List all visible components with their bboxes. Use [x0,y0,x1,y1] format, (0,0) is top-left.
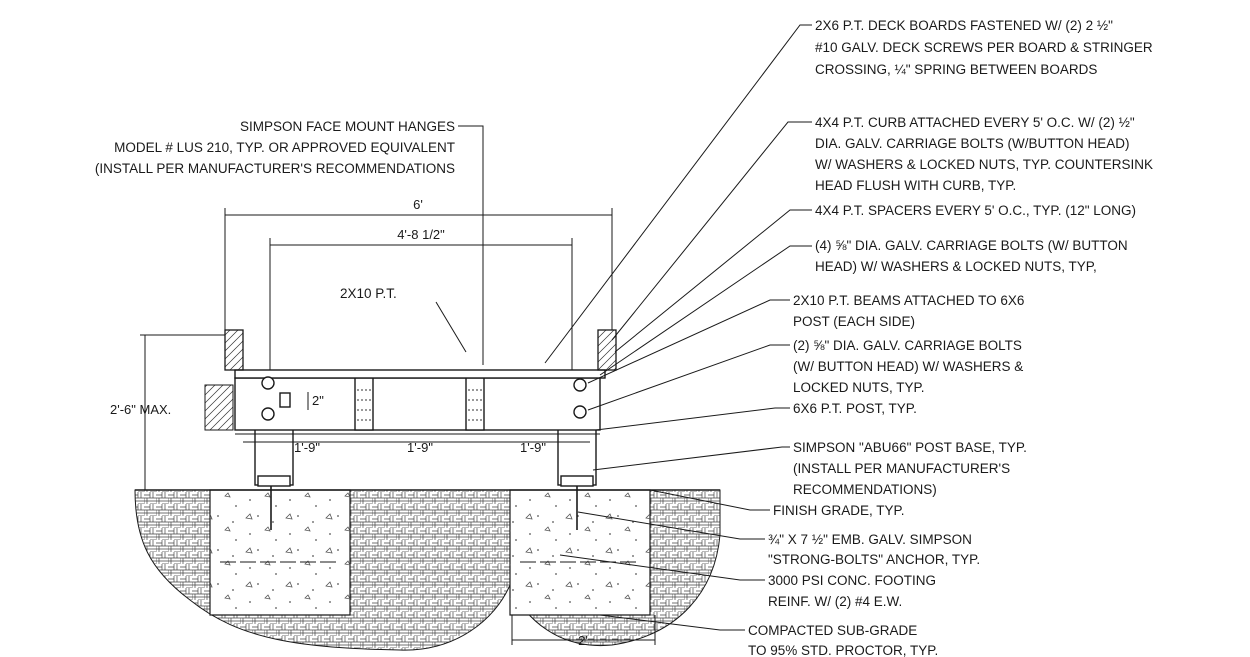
svg-text:(4) ⅝" DIA. GALV. CARRIAGE BOL: (4) ⅝" DIA. GALV. CARRIAGE BOLTS (W/ BUT… [815,238,1128,253]
svg-text:DIA. GALV. CARRIAGE BOLTS (W/B: DIA. GALV. CARRIAGE BOLTS (W/BUTTON HEAD… [815,136,1130,151]
dim-stringer-1: 1'-9" [294,440,320,455]
callout-hangers-l1: SIMPSON FACE MOUNT HANGES [240,119,455,134]
callout-carriage-bolts-4-l2: HEAD) W/ WASHERS & LOCKED NUTS, TYP, [815,259,1097,274]
svg-text:(W/ BUTTON HEAD) W/ WASHERS &: (W/ BUTTON HEAD) W/ WASHERS & [793,359,1023,374]
callout-carriage-bolts-2-l2: (W/ BUTTON HEAD) W/ WASHERS & [793,359,1023,374]
svg-text:FINISH GRADE, TYP.: FINISH GRADE, TYP. [773,503,905,518]
post-base-right [560,475,594,487]
svg-text:¾" X 7 ½" EMB. GALV. SIMPSON: ¾" X 7 ½" EMB. GALV. SIMPSON [768,532,972,547]
dim-overall-width: 6' [413,197,423,212]
svg-text:W/ WASHERS & LOCKED NUTS, TYP.: W/ WASHERS & LOCKED NUTS, TYP. COUNTERSI… [815,157,1153,172]
svg-text:"STRONG-BOLTS" ANCHOR, TYP.: "STRONG-BOLTS" ANCHOR, TYP. [768,552,980,567]
callout-deck-boards-l3: CROSSING, ¼" SPRING BETWEEN BOARDS [815,62,1097,77]
callout-subgrade-l2: TO 95% STD. PROCTOR, TYP. [748,643,938,657]
callout-footing-l1: 3000 PSI CONC. FOOTING [768,573,936,588]
label-beam: 2X10 P.T. [340,286,397,301]
callout-anchor-l2: "STRONG-BOLTS" ANCHOR, TYP. [768,552,980,567]
callout-post: 6X6 P.T. POST, TYP. [793,401,917,416]
footing-right [509,489,651,616]
callout-hangers-l3: (INSTALL PER MANUFACTURER'S RECOMMENDATI… [95,161,455,176]
callout-deck-boards-l1: 2X6 P.T. DECK BOARDS FASTENED W/ (2) 2 ½… [815,18,1113,33]
svg-text:CROSSING, ¼" SPRING BETWEEN BO: CROSSING, ¼" SPRING BETWEEN BOARDS [815,62,1097,77]
spacer-left [204,384,234,431]
dim-footing-width: 2' [578,633,588,648]
callout-curb-l1: 4X4 P.T. CURB ATTACHED EVERY 5' O.C. W/ … [815,115,1135,130]
svg-text:4X4 P.T. CURB ATTACHED EVERY 5: 4X4 P.T. CURB ATTACHED EVERY 5' O.C. W/ … [815,115,1135,130]
post-base-left [257,475,291,487]
curb-left [224,329,244,371]
svg-text:MODEL # LUS 210, TYP. OR APPRO: MODEL # LUS 210, TYP. OR APPROVED EQUIVA… [114,140,455,155]
callout-curb-l3: W/ WASHERS & LOCKED NUTS, TYP. COUNTERSI… [815,157,1153,172]
dim-bolt-gap: 2" [312,393,324,408]
callout-beams-l2: POST (EACH SIDE) [793,314,915,329]
svg-text:6X6 P.T. POST, TYP.: 6X6 P.T. POST, TYP. [793,401,917,416]
dim-stringer-2: 1'-9" [407,440,433,455]
svg-text:1'-9": 1'-9" [520,440,546,455]
curb-right [597,329,617,371]
svg-text:(INSTALL PER MANUFACTURER'S RE: (INSTALL PER MANUFACTURER'S RECOMMENDATI… [95,161,455,176]
svg-text:TO 95% STD. PROCTOR, TYP.: TO 95% STD. PROCTOR, TYP. [748,643,938,657]
svg-text:(INSTALL PER MANUFACTURER'S: (INSTALL PER MANUFACTURER'S [793,461,1010,476]
svg-text:HEAD) W/ WASHERS & LOCKED NUTS: HEAD) W/ WASHERS & LOCKED NUTS, TYP, [815,259,1097,274]
footing-left [209,489,351,616]
svg-text:2": 2" [312,393,324,408]
svg-text:3000 PSI CONC. FOOTING: 3000 PSI CONC. FOOTING [768,573,936,588]
callout-subgrade-l1: COMPACTED SUB-GRADE [748,623,917,638]
deck-boards [234,369,606,379]
callout-beams-l1: 2X10 P.T. BEAMS ATTACHED TO 6X6 [793,293,1024,308]
svg-text:LOCKED NUTS, TYP.: LOCKED NUTS, TYP. [793,380,925,395]
svg-text:SIMPSON FACE MOUNT HANGES: SIMPSON FACE MOUNT HANGES [240,119,455,134]
callout-hangers-l2: MODEL # LUS 210, TYP. OR APPROVED EQUIVA… [114,140,455,155]
callout-post-base-l3: RECOMMENDATIONS) [793,482,937,497]
dim-post-spacing: 4'-8 1/2" [397,227,445,242]
svg-text:#10 GALV. DECK SCREWS PER BOAR: #10 GALV. DECK SCREWS PER BOARD & STRING… [815,40,1153,55]
callout-curb-l2: DIA. GALV. CARRIAGE BOLTS (W/BUTTON HEAD… [815,136,1130,151]
svg-text:COMPACTED SUB-GRADE: COMPACTED SUB-GRADE [748,623,917,638]
callout-spacers: 4X4 P.T. SPACERS EVERY 5' O.C., TYP. (12… [815,203,1136,218]
svg-text:SIMPSON "ABU66" POST BASE, TYP: SIMPSON "ABU66" POST BASE, TYP. [793,440,1027,455]
callout-curb-l4: HEAD FLUSH WITH CURB, TYP. [815,178,1016,193]
callout-anchor-l1: ¾" X 7 ½" EMB. GALV. SIMPSON [768,532,972,547]
dimension-lines [140,208,656,645]
callout-finish-grade: FINISH GRADE, TYP. [773,503,905,518]
svg-text:4X4 P.T. SPACERS EVERY 5' O.C.: 4X4 P.T. SPACERS EVERY 5' O.C., TYP. (12… [815,203,1136,218]
leader-lines [435,24,812,631]
carriage-bolts [261,376,587,421]
svg-text:2X10 P.T.: 2X10 P.T. [340,286,397,301]
stringers [354,377,485,431]
svg-text:RECOMMENDATIONS): RECOMMENDATIONS) [793,482,937,497]
svg-text:4'-8 1/2": 4'-8 1/2" [397,227,445,242]
callout-footing-l2: REINF. W/ (2) #4 E.W. [768,594,902,609]
callout-post-base-l2: (INSTALL PER MANUFACTURER'S [793,461,1010,476]
svg-text:6': 6' [413,197,423,212]
dim-stringer-3: 1'-9" [520,440,546,455]
callout-deck-boards-l2: #10 GALV. DECK SCREWS PER BOARD & STRING… [815,40,1153,55]
svg-text:2X6 P.T. DECK BOARDS FASTENED: 2X6 P.T. DECK BOARDS FASTENED W/ (2) 2 ½… [815,18,1113,33]
callout-post-base-l1: SIMPSON "ABU66" POST BASE, TYP. [793,440,1027,455]
svg-text:1'-9": 1'-9" [407,440,433,455]
svg-text:REINF. W/ (2) #4 E.W.: REINF. W/ (2) #4 E.W. [768,594,902,609]
svg-text:HEAD FLUSH WITH CURB, TYP.: HEAD FLUSH WITH CURB, TYP. [815,178,1016,193]
svg-text:POST (EACH SIDE): POST (EACH SIDE) [793,314,915,329]
callout-carriage-bolts-2-l1: (2) ⅝" DIA. GALV. CARRIAGE BOLTS [793,338,1022,353]
svg-text:2'-6" MAX.: 2'-6" MAX. [110,402,171,417]
svg-text:2': 2' [578,633,588,648]
svg-text:2X10 P.T. BEAMS ATTACHED TO 6X: 2X10 P.T. BEAMS ATTACHED TO 6X6 [793,293,1024,308]
callout-carriage-bolts-2-l3: LOCKED NUTS, TYP. [793,380,925,395]
svg-text:1'-9": 1'-9" [294,440,320,455]
dim-height: 2'-6" MAX. [110,402,171,417]
callout-carriage-bolts-4-l1: (4) ⅝" DIA. GALV. CARRIAGE BOLTS (W/ BUT… [815,238,1128,253]
svg-text:(2) ⅝" DIA. GALV. CARRIAGE BOL: (2) ⅝" DIA. GALV. CARRIAGE BOLTS [793,338,1022,353]
